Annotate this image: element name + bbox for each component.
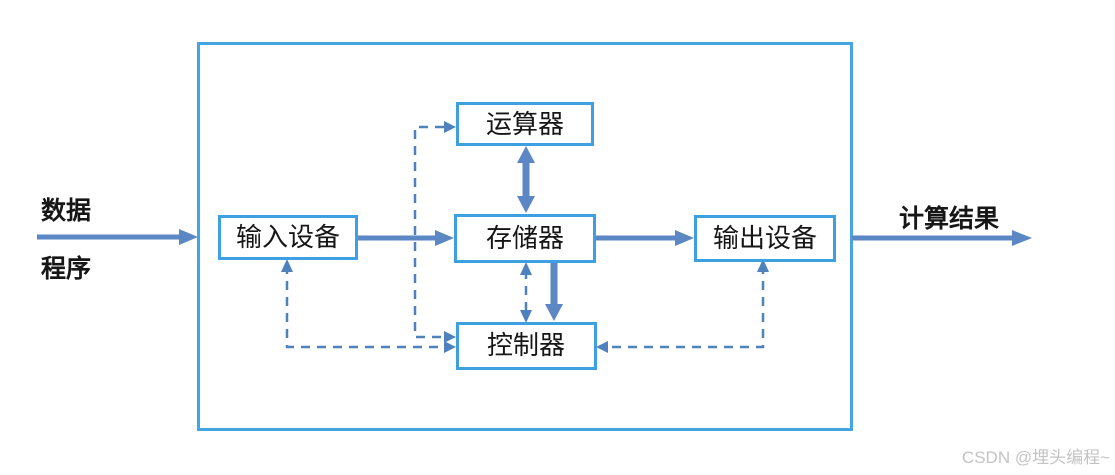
arrowhead-right-into-alu: [444, 121, 456, 133]
dashed-path: [606, 265, 765, 349]
arrow-input-device-to-memory: [357, 230, 454, 246]
node-input-device: 输入设备: [218, 215, 358, 260]
program-label: 程序: [41, 254, 91, 283]
arrow-system-to-result: [852, 230, 1032, 246]
input-device-box: [218, 215, 358, 260]
arrowhead-down: [545, 304, 563, 321]
arrow-memory-to-output-device: [595, 230, 694, 246]
result-label: 计算结果: [899, 204, 999, 233]
node-memory: 存储器: [454, 214, 596, 263]
dashed-link-memory-control-unit: [520, 262, 532, 323]
control-unit-box: [456, 322, 597, 370]
arrowhead-down: [520, 310, 532, 323]
arrowhead-down: [517, 196, 535, 213]
control-unit-label: 控制器: [487, 331, 565, 360]
dashed-path: [413, 125, 444, 339]
arrow-data-program-into-system: [37, 229, 198, 245]
alu-box: [456, 102, 594, 146]
dashed-link-control-unit-alu: [413, 121, 456, 343]
dashed-link-control-unit-output-device: [596, 259, 769, 353]
alu-label: 运算器: [486, 110, 564, 139]
arrowhead-left: [596, 341, 608, 353]
csdn-watermark: CSDN @埋头编程~: [962, 448, 1110, 467]
arrowhead-right: [179, 229, 198, 245]
dashed-path: [285, 265, 444, 349]
arrowhead-right: [1012, 230, 1032, 246]
memory-label: 存储器: [486, 224, 564, 253]
arrowhead-right-into-control: [444, 331, 456, 343]
arrowhead-up: [517, 146, 535, 163]
dashed-link-control-unit-input-device: [281, 259, 456, 353]
node-control-unit: 控制器: [456, 322, 597, 370]
arrowhead-up: [520, 262, 532, 275]
computer-system-outer-box: [197, 42, 853, 431]
input-device-label: 输入设备: [236, 223, 340, 252]
node-output-device: 输出设备: [694, 215, 836, 262]
data-label: 数据: [41, 197, 91, 225]
arrowhead-up: [281, 259, 293, 272]
arrowhead-right: [444, 341, 456, 353]
output-device-label: 输出设备: [713, 224, 817, 253]
arrowhead-right: [675, 230, 694, 246]
node-alu: 运算器: [456, 102, 594, 146]
output-device-box: [694, 215, 836, 262]
arrow-alu-memory-bidirectional: [517, 146, 535, 213]
arrowhead-up: [757, 259, 769, 272]
arrowhead-right: [435, 230, 454, 246]
memory-box: [454, 214, 596, 263]
arrow-memory-to-control-unit: [545, 262, 563, 321]
